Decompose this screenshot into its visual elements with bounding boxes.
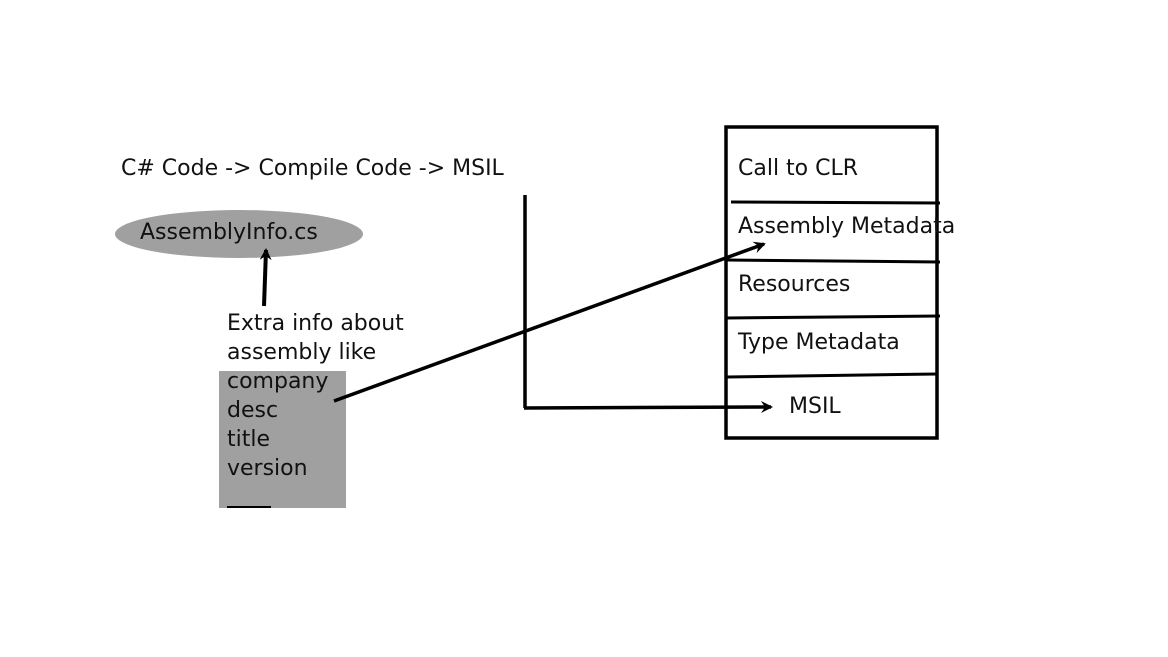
extra-info-item-title: title (227, 427, 271, 452)
extra-info-item-desc: desc (227, 398, 279, 423)
arrow-to-msil-section (523, 401, 773, 414)
arrow-to-assembly-info (259, 248, 272, 307)
section-assembly-metadata: Assembly Metadata (738, 214, 956, 239)
extra-info-item-version: version (227, 456, 308, 481)
section-msil: MSIL (789, 394, 841, 419)
section-divider (726, 258, 941, 264)
extra-info-line-2: assembly like (227, 340, 377, 365)
extra-info-line-1: Extra info about (227, 311, 404, 336)
assembly-box (724, 125, 939, 440)
pipeline-label: C# Code -> Compile Code -> MSIL (121, 156, 504, 181)
assembly-info-label: AssemblyInfo.cs (140, 220, 318, 245)
section-divider (726, 372, 938, 379)
extra-info-highlight (219, 371, 346, 508)
section-call-to-clr: Call to CLR (738, 156, 859, 181)
section-type-metadata: Type Metadata (738, 330, 900, 355)
extra-info-item-company: company (227, 369, 329, 394)
arrow-to-assembly-metadata (333, 241, 766, 403)
section-divider (726, 314, 941, 320)
assembly-info-ellipse (115, 210, 363, 258)
section-divider (730, 200, 941, 205)
section-resources: Resources (738, 272, 851, 297)
